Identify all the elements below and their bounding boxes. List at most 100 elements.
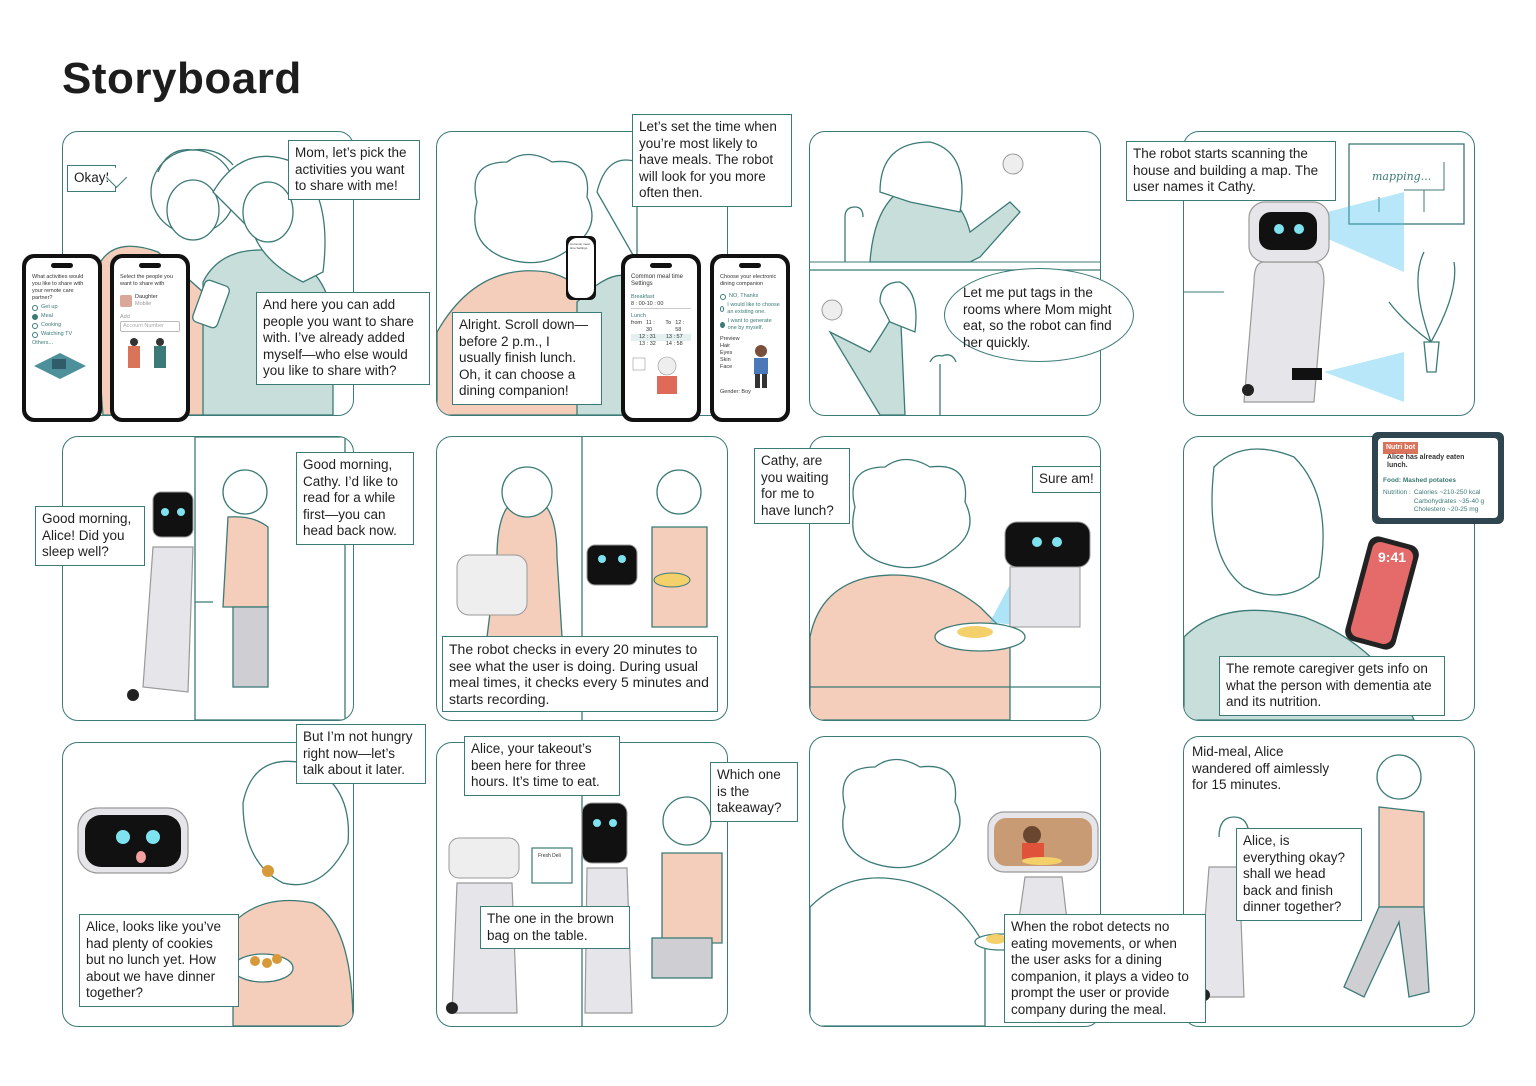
option-others[interactable]: Others... [32, 340, 92, 347]
speech-bubble-which-one: Which one is the takeaway? [710, 762, 798, 822]
phone-share-question: Select the people you want to share with [120, 274, 173, 287]
phone-activities-question: What activities would you like to share … [32, 274, 84, 301]
caption-panel-1: And here you can add people you want to … [256, 292, 430, 385]
speech-bubble-cathy-waiting: Cathy, are you waiting for me to have lu… [754, 448, 850, 524]
panel-6-illustration [456, 437, 708, 720]
from-label: from [631, 320, 642, 326]
speech-bubble-takeout: Alice, your takeout’s been here for thre… [464, 736, 620, 796]
isometric-room-illustration [34, 353, 86, 379]
caption-panel-6: The robot checks in every 20 minutes to … [442, 636, 718, 712]
nutribot-logo: Nutri bot [1383, 442, 1419, 454]
option-label: Get up [41, 304, 58, 310]
radio-icon [32, 322, 38, 329]
time-value: 13 : 32 [639, 341, 656, 347]
caption-panel-4: The robot starts scanning the house and … [1126, 141, 1336, 201]
speech-bubble-tags-text: Let me put tags in the rooms where Mom m… [963, 285, 1112, 350]
option-label: I want to generate one by myself. [727, 318, 772, 331]
nutribot-item: Calories ~210-250 kcal [1413, 489, 1481, 496]
lunch-next-row[interactable]: 13 : 32 14 : 58 [631, 341, 691, 348]
speech-bubble-not-hungry: But I’m not hungry right now—let’s talk … [296, 724, 426, 784]
field-hair[interactable]: Hair [720, 343, 731, 349]
boy-avatar-illustration [754, 345, 768, 388]
speech-bubble-okay: Okay! [67, 165, 117, 192]
meal-settings-title: Common meal time Settings [631, 274, 684, 287]
option-existing-companion[interactable]: I would like to choose an existing one. [720, 302, 780, 316]
option-label: Meal [41, 313, 53, 319]
phone-clock: 9:41 [1378, 549, 1407, 565]
option-no-thanks[interactable]: NO, Thanks [720, 293, 780, 300]
breakfast-label: Breakfast [631, 294, 655, 300]
breakfast-time[interactable]: 8 : 00-10 : 00 [631, 301, 691, 309]
companion-title: Choose your electronic dining companion [720, 274, 777, 287]
phone-share-people: Select the people you want to share with… [110, 254, 190, 422]
lunch-label: Lunch [631, 313, 646, 319]
nutribot-notification[interactable]: Nutri bot Alice has already eaten lunch.… [1372, 432, 1504, 524]
option-watching-tv[interactable]: Watching TV [32, 331, 92, 338]
speech-bubble-sure-am: Sure am! [1032, 466, 1101, 493]
panel-12-illustration [1198, 754, 1430, 1001]
speech-bubble-mom: Mom, let’s pick the activities you want … [288, 140, 420, 200]
panel-5-illustration [127, 437, 346, 720]
option-get-up[interactable]: Get up [32, 304, 92, 311]
option-label: Watching TV [41, 331, 73, 337]
speech-bubble-meal-time: Let’s set the time when you’re most like… [632, 114, 792, 207]
phone-tiny-settings: Common meal time Settings [566, 236, 596, 300]
speech-bubble-good-morning-alice: Good morning, Alice! Did you sleep well? [35, 506, 145, 566]
gender-label: Gender: Boy [720, 389, 751, 395]
option-label: NO, Thanks [729, 293, 759, 299]
option-label: I would like to choose an existing one. [727, 302, 780, 315]
account-number-input[interactable]: Account Number [120, 321, 180, 332]
bag-label: Fresh Deli [538, 853, 561, 859]
nutribot-item: Cholestero ~20-25 mg [1413, 506, 1479, 513]
phone-activities: What activities would you like to share … [22, 254, 102, 422]
panel-9 [62, 742, 354, 1027]
time-value: 11 : 30 [646, 320, 655, 333]
phone-dining-companion: Choose your electronic dining companion … [710, 254, 790, 422]
avatar [120, 295, 132, 307]
caption-panel-10: The one in the brown bag on the table. [480, 906, 630, 949]
time-value: 12 : 31 [639, 334, 656, 340]
nutribot-nutrition-label: Nutrition : [1383, 489, 1411, 496]
speech-bubble-tags: Let me put tags in the rooms where Mom m… [944, 268, 1134, 362]
radio-icon [720, 293, 726, 300]
field-face[interactable]: Face [720, 364, 733, 370]
map-label: mapping... [1372, 170, 1432, 183]
panel-9-illustration [77, 760, 353, 1026]
radio-checked-icon [32, 313, 38, 320]
panel-11 [809, 736, 1101, 1027]
person-sub: Mobile [135, 301, 152, 307]
people-illustration [128, 338, 166, 368]
panel-4-illustration [1184, 143, 1465, 403]
option-cooking[interactable]: Cooking [32, 322, 92, 329]
caption-panel-2: Alright. Scroll down—before 2 p.m., I us… [452, 312, 602, 405]
speech-bubble-good-morning-cathy: Good morning, Cathy. I’d like to read fo… [296, 452, 414, 545]
option-meal[interactable]: Meal [32, 313, 92, 320]
option-generate-companion[interactable]: I want to generate one by myself. [720, 318, 780, 332]
to-label: To [665, 320, 672, 326]
preview-label: Preview [720, 336, 740, 342]
time-value: 13 : 57 [665, 334, 683, 340]
time-value: 14 : 58 [665, 341, 683, 347]
option-label: Cooking [41, 322, 62, 328]
field-eyes[interactable]: Eyes [720, 350, 733, 356]
field-skin[interactable]: Skin [720, 357, 731, 363]
speech-bubble-everything-okay: Alice, is everything okay?shall we head … [1236, 828, 1362, 921]
caption-panel-12: Mid-meal, Alice wandered off aimlessly f… [1192, 744, 1330, 792]
phone-meal-settings: Common meal time Settings Breakfast 8 : … [621, 254, 701, 422]
page-title: Storyboard [62, 54, 302, 103]
caption-panel-11: When the robot detects no eating movemen… [1004, 914, 1206, 1023]
option-label: Others... [32, 340, 54, 346]
radio-icon [32, 331, 38, 338]
radio-icon [32, 304, 38, 311]
caption-panel-8: The remote caregiver gets info on what t… [1219, 656, 1445, 716]
lunch-selected-row[interactable]: 12 : 31 13 : 57 [631, 334, 691, 341]
person-name: Daughter [135, 294, 158, 300]
grandma-eating-illustration [632, 356, 677, 394]
radio-icon [720, 306, 725, 312]
add-label: Add [120, 314, 130, 320]
panel-7-illustration [810, 458, 1100, 720]
nutribot-food: Food: Mashed potatoes [1383, 476, 1456, 484]
caption-panel-9: Alice, looks like you’ve had plenty of c… [79, 914, 239, 1007]
